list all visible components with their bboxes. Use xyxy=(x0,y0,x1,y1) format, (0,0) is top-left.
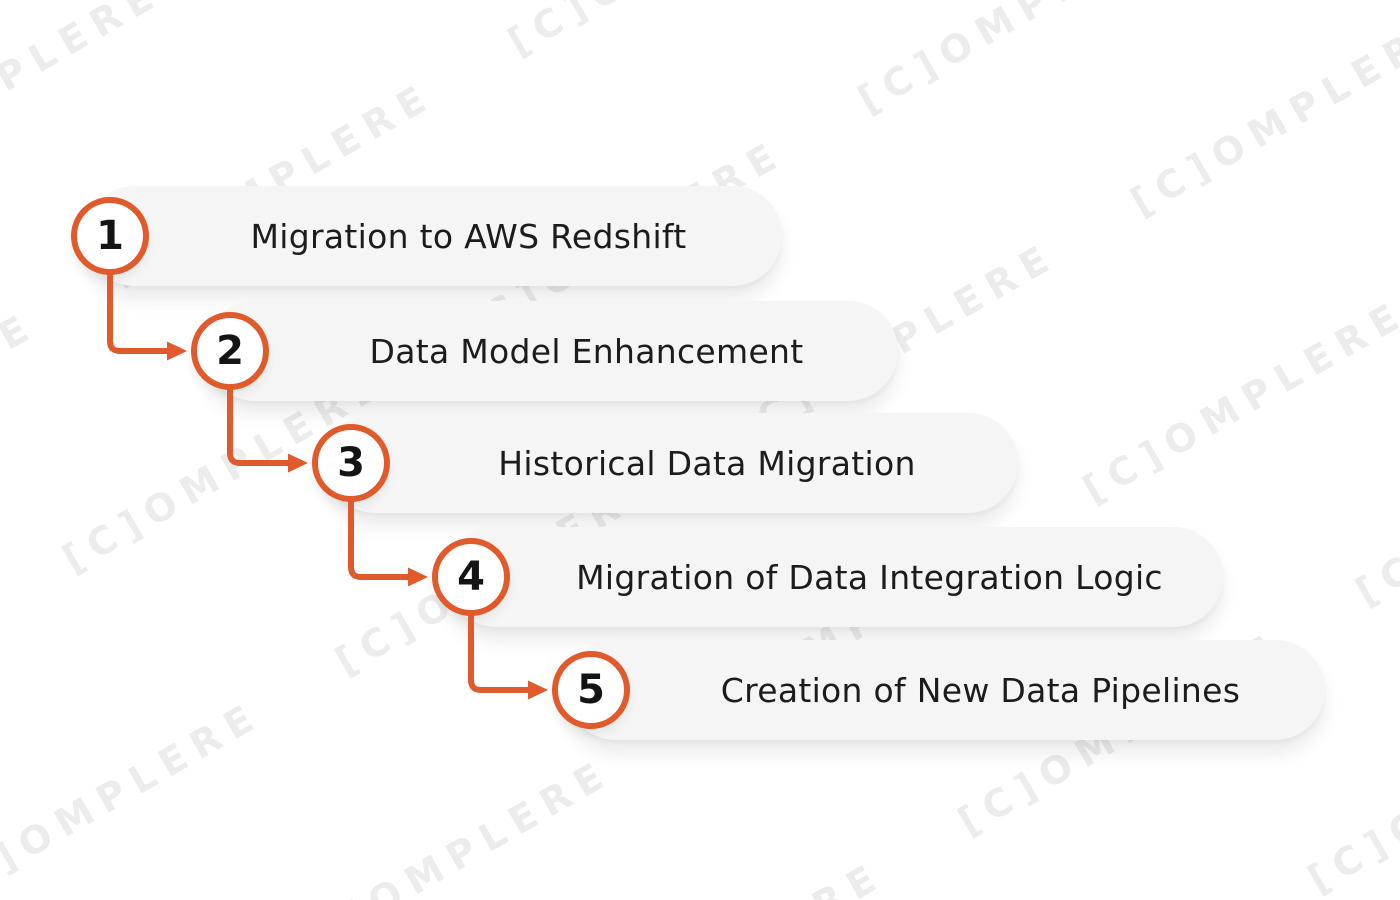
step-5-number: 5 xyxy=(577,667,605,713)
step-1-label: Migration to AWS Redshift xyxy=(250,216,687,256)
step-row-4: Migration of Data Integration Logic 4 xyxy=(432,527,1223,627)
step-2-bar: Data Model Enhancement xyxy=(205,301,898,401)
step-3-number: 3 xyxy=(337,440,365,486)
step-4-number: 4 xyxy=(457,554,485,600)
step-row-1: Migration to AWS Redshift 1 xyxy=(71,186,782,286)
step-5-label: Creation of New Data Pipelines xyxy=(720,670,1241,710)
step-row-5: Creation of New Data Pipelines 5 xyxy=(552,640,1325,740)
step-2-number: 2 xyxy=(216,328,244,374)
step-1-number-badge: 1 xyxy=(71,197,149,275)
step-4-number-badge: 4 xyxy=(432,538,510,616)
step-2-label: Data Model Enhancement xyxy=(369,331,804,371)
step-row-3: Historical Data Migration 3 xyxy=(312,413,1018,513)
step-5-bar: Creation of New Data Pipelines xyxy=(566,640,1325,740)
step-row-2: Data Model Enhancement 2 xyxy=(191,301,898,401)
step-2-number-badge: 2 xyxy=(191,312,269,390)
step-5-number-badge: 5 xyxy=(552,651,630,729)
step-3-bar: Historical Data Migration xyxy=(326,413,1018,513)
step-3-label: Historical Data Migration xyxy=(498,443,916,483)
step-1-bar: Migration to AWS Redshift xyxy=(85,186,782,286)
step-3-number-badge: 3 xyxy=(312,424,390,502)
step-4-label: Migration of Data Integration Logic xyxy=(576,557,1163,597)
step-1-number: 1 xyxy=(96,213,124,259)
step-4-bar: Migration of Data Integration Logic xyxy=(446,527,1223,627)
